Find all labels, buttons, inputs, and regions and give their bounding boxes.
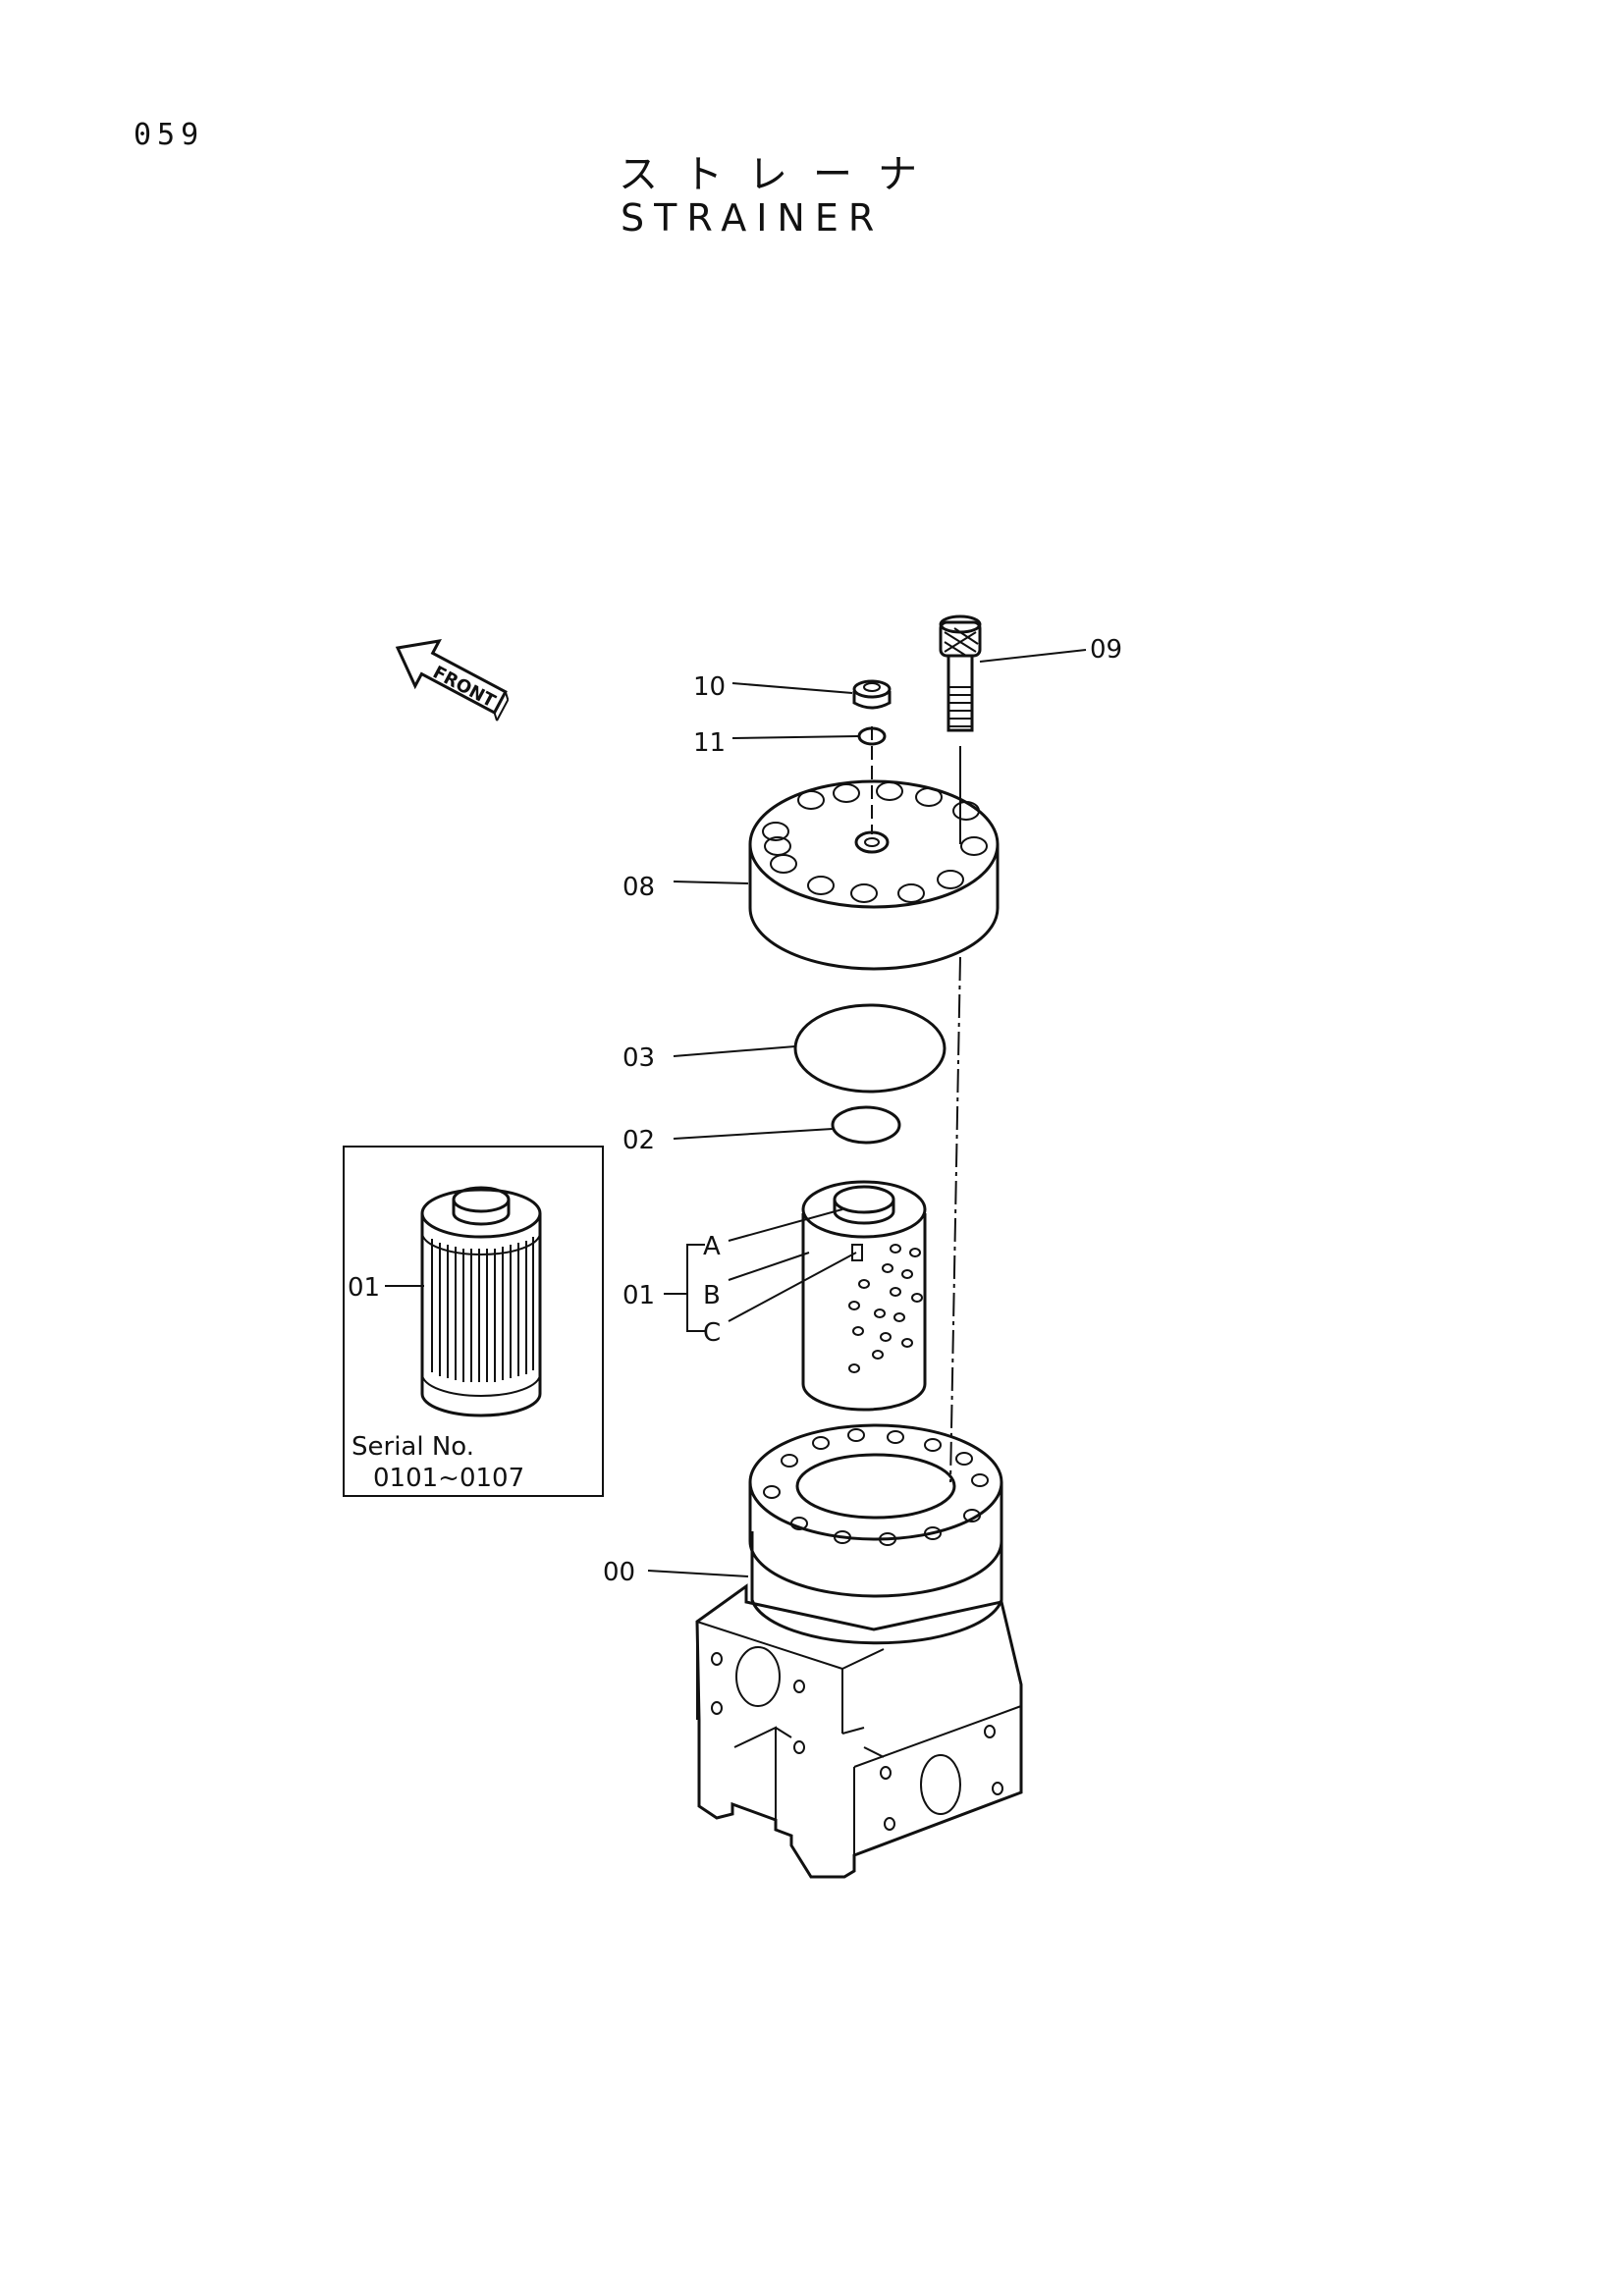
leader-03 <box>673 1045 796 1057</box>
front-arrow: FRONT <box>395 639 510 721</box>
leader-08 <box>673 881 749 884</box>
part-label-01-b: B <box>703 1281 721 1310</box>
part-09-bolt <box>939 614 982 732</box>
inset-serial-label: Serial No. <box>352 1432 474 1462</box>
part-08-cover <box>748 779 1000 971</box>
inset-serial-range: 0101~0107 <box>373 1464 524 1493</box>
part-label-11: 11 <box>693 728 726 758</box>
leader-10 <box>731 682 853 694</box>
part-00-strainer-body <box>695 1423 1023 1879</box>
leader-09 <box>979 649 1087 663</box>
part-03-large-oring <box>793 1003 947 1094</box>
part-10-plug <box>852 679 892 710</box>
leader-02 <box>673 1128 834 1140</box>
inset-early-serial-element: 01 Serial No. 0101~0107 <box>343 1146 604 1497</box>
part-label-00: 00 <box>603 1558 635 1587</box>
part-label-01-c: C <box>703 1318 721 1348</box>
part-label-09: 09 <box>1090 635 1122 665</box>
assembly-axis-lines <box>871 726 961 1483</box>
part-01-filter-element <box>801 1180 927 1412</box>
part-label-10: 10 <box>693 672 726 702</box>
part-label-08: 08 <box>622 873 655 902</box>
title-japanese: ストレーナ <box>619 152 943 197</box>
part-label-02: 02 <box>622 1126 655 1155</box>
part-label-03: 03 <box>622 1043 655 1073</box>
part-label-01: 01 <box>622 1281 655 1310</box>
inset-part-label-01: 01 <box>348 1273 380 1303</box>
leader-00 <box>647 1570 749 1577</box>
title-english: STRAINER <box>621 196 885 240</box>
page-number: 059 <box>134 118 205 152</box>
part-11-small-oring <box>857 726 887 746</box>
part-label-01-a: A <box>703 1232 721 1261</box>
part-02-oring <box>831 1105 901 1145</box>
part-01-leaders <box>664 1208 857 1332</box>
leader-11 <box>731 735 859 739</box>
